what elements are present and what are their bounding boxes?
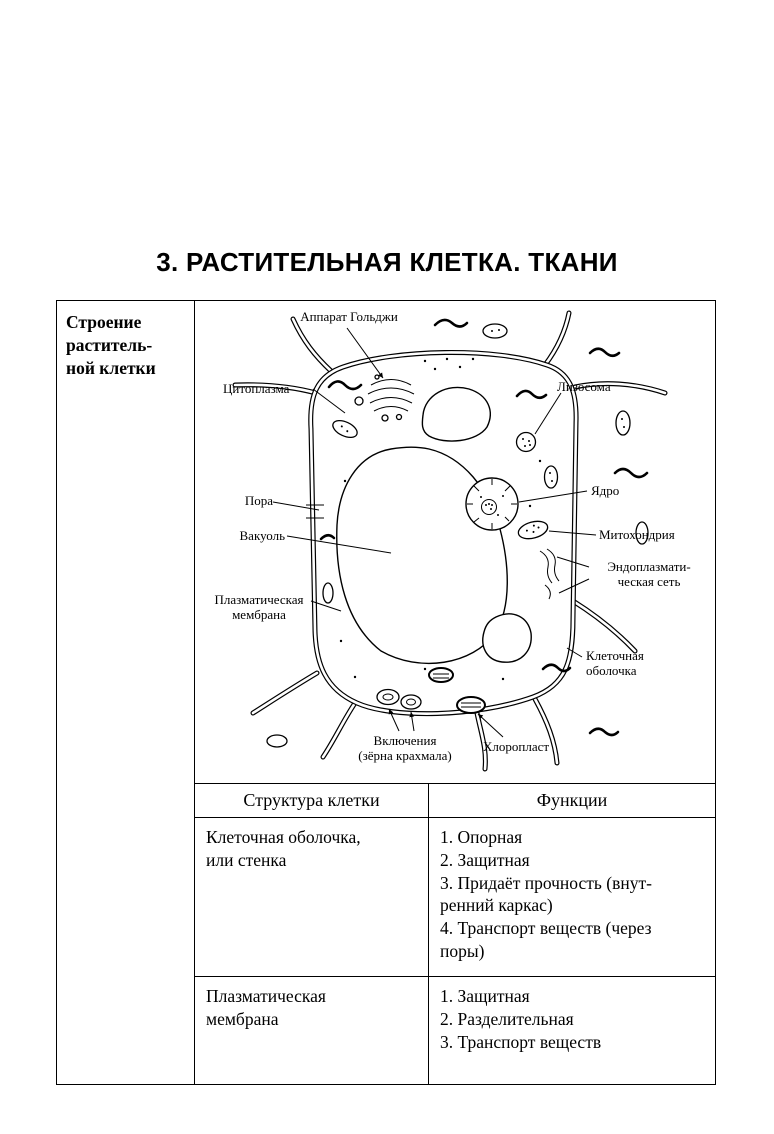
table-cell-functions: 1. Опорная 2. Защитная 3. Придаёт прочно… — [428, 817, 715, 976]
neighbour-organelles — [266, 318, 649, 748]
endoplasmic-reticulum-shape — [539, 548, 560, 600]
table-cell-structure: Клеточная оболочка, или стенка — [195, 817, 428, 976]
label-cell-wall: Клеточная оболочка — [586, 648, 644, 679]
lysosome-shape — [515, 431, 537, 453]
table-cell-functions: 1. Защитная 2. Разделительная 3. Транспо… — [428, 976, 715, 1084]
label-nucleus: Ядро — [591, 483, 620, 498]
label-mitochondria: Митохондрия — [599, 527, 675, 542]
label-chloroplast: Хлоропласт — [483, 739, 550, 754]
section-heading: Строение раститель- ной клетки — [57, 301, 195, 1084]
page-title: 3. РАСТИТЕЛЬНАЯ КЛЕТКА. ТКАНИ — [156, 247, 618, 278]
golgi-apparatus-shape — [367, 374, 415, 422]
cytoplasm-granules — [319, 357, 572, 681]
label-endoplasmic-reticulum: Эндоплазмати- ческая сеть — [607, 559, 691, 590]
label-vacuole: Вакуоль — [239, 528, 286, 543]
structure-functions-table: Структура клетки Функции Клеточная оболо… — [195, 784, 715, 1084]
column-header-structure: Структура клетки — [243, 790, 380, 810]
label-pore: Пора — [244, 493, 273, 508]
label-cytoplasm: Цитоплазма — [223, 381, 290, 396]
label-lysosome: Лизосома — [557, 379, 611, 394]
plant-cell-diagram: Аппарат Гольджи Цитоплазма Лизосома Пора… — [195, 301, 715, 784]
starch-grain-shapes — [376, 688, 422, 710]
neighbour-cell-walls — [232, 310, 668, 772]
mitochondria-shapes — [322, 419, 559, 604]
plant-cell-illustration — [232, 310, 668, 772]
content-table: Строение раститель- ной клетки — [56, 300, 716, 1085]
section-body: Аппарат Гольджи Цитоплазма Лизосома Пора… — [195, 301, 715, 1084]
table-cell-structure: Плазматическая мембрана — [195, 976, 428, 1084]
column-header-functions: Функции — [428, 784, 715, 817]
label-golgi-apparatus: Аппарат Гольджи — [300, 309, 398, 324]
label-plasma-membrane: Плазматическая мембрана — [214, 592, 304, 623]
chloroplast-shapes — [428, 667, 486, 714]
leader-lines — [272, 327, 597, 738]
nucleus-shape — [465, 477, 519, 531]
label-inclusions: Включения (зёрна крахмала) — [358, 733, 452, 764]
vacuole-shape — [336, 386, 532, 665]
